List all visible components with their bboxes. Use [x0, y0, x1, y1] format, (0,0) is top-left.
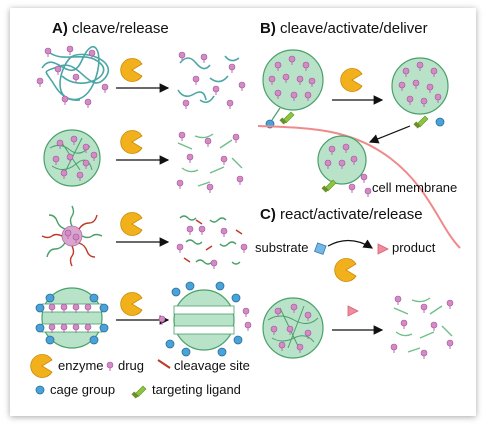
panel-a-row4-caged-particle: [35, 287, 109, 349]
figure-card: A) cleave/release B) cleave/activate/del…: [10, 8, 476, 416]
enzyme-icon: [120, 58, 143, 82]
arrow-icon: [368, 125, 411, 144]
enzyme-icon: [30, 354, 53, 378]
enzyme-icon: [340, 68, 363, 92]
panel-a-row1-fragments: [177, 51, 246, 110]
drug-icon: [106, 361, 114, 372]
panel-a-row2-fragments: [176, 131, 244, 194]
panel-b-title: B) cleave/activate/deliver: [260, 20, 428, 37]
panel-c-particle: [262, 297, 324, 359]
panel-c-fragments: [390, 295, 454, 360]
cell-membrane-label: cell membrane: [372, 180, 458, 195]
enzyme-icon: [120, 212, 143, 236]
enzyme-icon: [334, 258, 357, 282]
legend-enzyme-label: enzyme: [58, 358, 104, 373]
reaction-arrow: [327, 239, 374, 249]
diagram-canvas: [30, 45, 461, 400]
legend-cage-label: cage group: [50, 382, 116, 397]
enzyme-icon: [120, 130, 143, 154]
legend-ligand-label: targeting ligand: [152, 382, 241, 397]
panel-a-row3-fragments: [176, 215, 248, 270]
panel-c-title-text: react/activate/release: [280, 206, 423, 223]
product-icon: [377, 243, 389, 255]
panel-b-letter: B): [260, 20, 276, 37]
panel-b-particle-1: [262, 49, 324, 129]
substrate-icon: [314, 242, 327, 255]
panel-a-row4-opened-particle: [158, 281, 252, 357]
product-label: product: [392, 240, 436, 255]
panel-a-row3-micelle: [41, 205, 103, 267]
targeting-ligand-icon: [130, 385, 147, 400]
panel-b-particle-2: [391, 57, 449, 130]
panel-a-title: A) cleave/release: [52, 20, 169, 37]
panel-a-title-text: cleave/release: [72, 20, 169, 37]
panel-c-title: C) react/activate/release: [260, 206, 423, 223]
panel-a-letter: A): [52, 20, 68, 37]
enzyme-icon: [120, 292, 143, 316]
substrate-label: substrate: [255, 240, 309, 255]
panel-a-row2-particle: [43, 129, 101, 187]
product-icon: [347, 305, 359, 317]
cleavage-site-icon: [157, 359, 171, 369]
panel-c-letter: C): [260, 206, 276, 223]
panel-b-title-text: cleave/activate/deliver: [280, 20, 428, 37]
cell-membrane: [257, 125, 461, 249]
panel-a-row1-polymer: [36, 45, 109, 109]
legend-cleavage-label: cleavage site: [174, 358, 250, 373]
legend-drug-label: drug: [118, 358, 145, 373]
panel-b-particle-3: [317, 135, 372, 198]
cage-group-icon: [35, 385, 45, 395]
